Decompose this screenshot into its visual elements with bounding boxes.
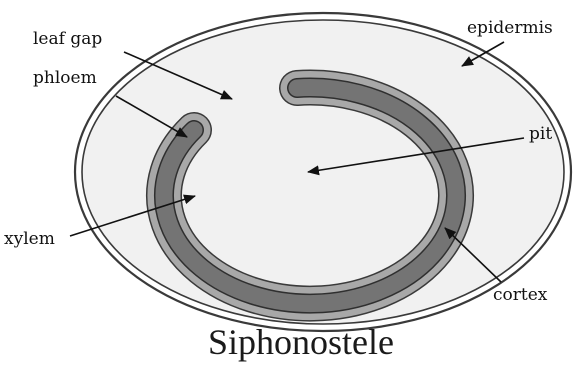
label-pit: pit [529, 124, 552, 144]
label-cortex: cortex [493, 285, 548, 305]
label-leaf-gap: leaf gap [33, 29, 102, 49]
label-xylem: xylem [4, 229, 55, 249]
diagram-title: Siphonostele [208, 322, 394, 362]
label-phloem: phloem [33, 68, 97, 88]
label-epidermis: epidermis [467, 18, 553, 38]
